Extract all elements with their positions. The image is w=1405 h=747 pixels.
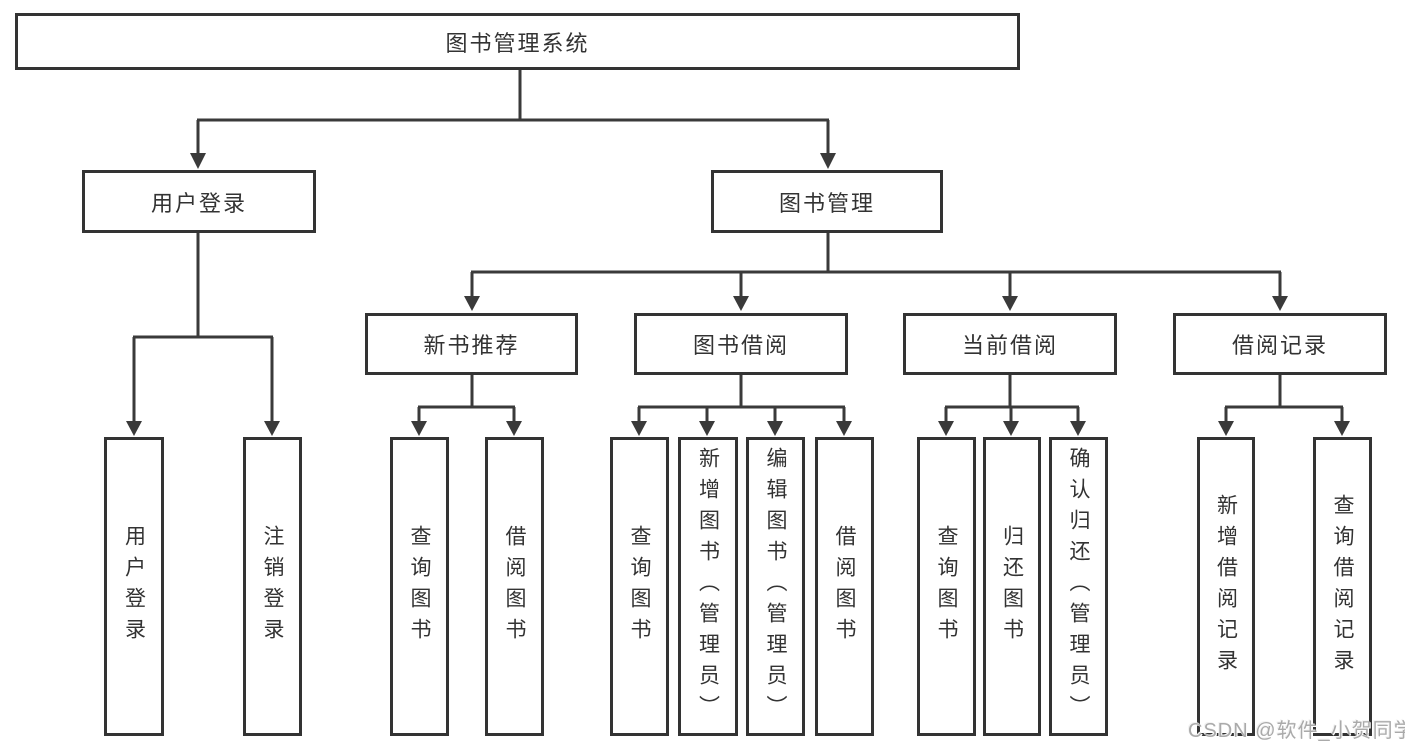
connector-lines	[132, 69, 1344, 423]
node-user-login: 用户登录	[82, 170, 316, 233]
arrow-down-icon	[1218, 421, 1234, 436]
node-label: 查询图书	[935, 524, 958, 649]
connector-newbook-to-leaves	[417, 375, 516, 423]
node-library-system: 图书管理系统	[15, 13, 1020, 70]
arrow-down-icon	[1272, 296, 1288, 311]
connector-bookmgmt-to-level3	[470, 233, 1282, 299]
node-label: 图书管理	[778, 190, 875, 216]
node-book-borrowing: 图书借阅	[634, 313, 848, 375]
node-book-management: 图书管理	[711, 170, 943, 233]
leaf-borrow-books: 借阅图书	[815, 437, 874, 736]
node-label: 新增借阅记录	[1214, 493, 1238, 680]
leaf-add-books-admin: 新增图书（管理员）	[678, 437, 738, 736]
connector-root-to-level2	[196, 69, 830, 156]
leaf-logout: 注销登录	[243, 437, 302, 736]
arrow-down-icon	[767, 421, 783, 436]
node-label: 当前借阅	[961, 333, 1058, 358]
node-borrowing-records: 借阅记录	[1173, 313, 1387, 375]
arrow-down-icon	[1334, 421, 1350, 436]
leaf-edit-books-admin: 编辑图书（管理员）	[746, 437, 805, 736]
node-label: 用户登录	[150, 190, 247, 216]
node-label: 确认归还（管理员）	[1067, 447, 1090, 726]
connector-bookborrow-to-leaves	[637, 375, 846, 423]
arrow-down-icon	[464, 296, 480, 311]
arrow-down-icon	[631, 421, 647, 436]
leaf-confirm-return-admin: 确认归还（管理员）	[1049, 437, 1108, 736]
leaf-add-borrow-record: 新增借阅记录	[1197, 437, 1255, 736]
node-label: 归还图书	[1000, 524, 1024, 649]
node-label: 图书管理系统	[445, 30, 590, 56]
node-label: 编辑图书（管理员）	[764, 447, 787, 726]
leaf-return-books: 归还图书	[983, 437, 1041, 736]
connector-userlogin-to-leaves	[132, 233, 274, 423]
leaf-query-books: 查询图书	[390, 437, 449, 736]
node-label: 借阅记录	[1231, 333, 1328, 358]
node-label: 新增图书（管理员）	[696, 447, 720, 726]
arrow-down-icon	[938, 421, 954, 436]
arrow-down-icon	[264, 421, 280, 436]
leaf-borrow-books: 借阅图书	[485, 437, 544, 736]
leaf-query-borrow-record: 查询借阅记录	[1313, 437, 1372, 736]
arrow-down-icon	[820, 153, 836, 169]
arrow-down-icon	[699, 421, 715, 436]
node-label: 查询借阅记录	[1331, 493, 1354, 680]
connector-curborrow-to-leaves	[944, 375, 1080, 423]
arrow-down-icon	[506, 421, 522, 436]
arrow-down-icon	[411, 421, 427, 436]
leaf-user-login: 用户登录	[104, 437, 164, 736]
node-label: 注销登录	[261, 524, 284, 649]
node-label: 新书推荐	[423, 333, 520, 358]
arrow-down-icon	[126, 421, 142, 436]
node-label: 借阅图书	[833, 524, 856, 649]
connector-borrowrec-to-leaves	[1224, 375, 1344, 423]
leaf-query-books: 查询图书	[610, 437, 669, 736]
csdn-watermark: CSDN @软件_小贺同学	[1188, 720, 1405, 742]
arrow-down-icon	[836, 421, 852, 436]
node-label: 图书借阅	[692, 333, 789, 358]
arrowheads	[126, 153, 1350, 436]
node-label: 借阅图书	[503, 524, 526, 649]
arrow-down-icon	[1003, 421, 1019, 436]
node-current-borrowing: 当前借阅	[903, 313, 1117, 375]
node-label: 查询图书	[408, 524, 431, 649]
node-label: 用户登录	[122, 524, 146, 649]
node-label: 查询图书	[628, 524, 651, 649]
arrow-down-icon	[733, 296, 749, 311]
leaf-query-books: 查询图书	[917, 437, 976, 736]
arrow-down-icon	[1070, 421, 1086, 436]
arrow-down-icon	[1002, 296, 1018, 311]
node-new-book-recommendation: 新书推荐	[365, 313, 578, 375]
arrow-down-icon	[190, 153, 206, 169]
